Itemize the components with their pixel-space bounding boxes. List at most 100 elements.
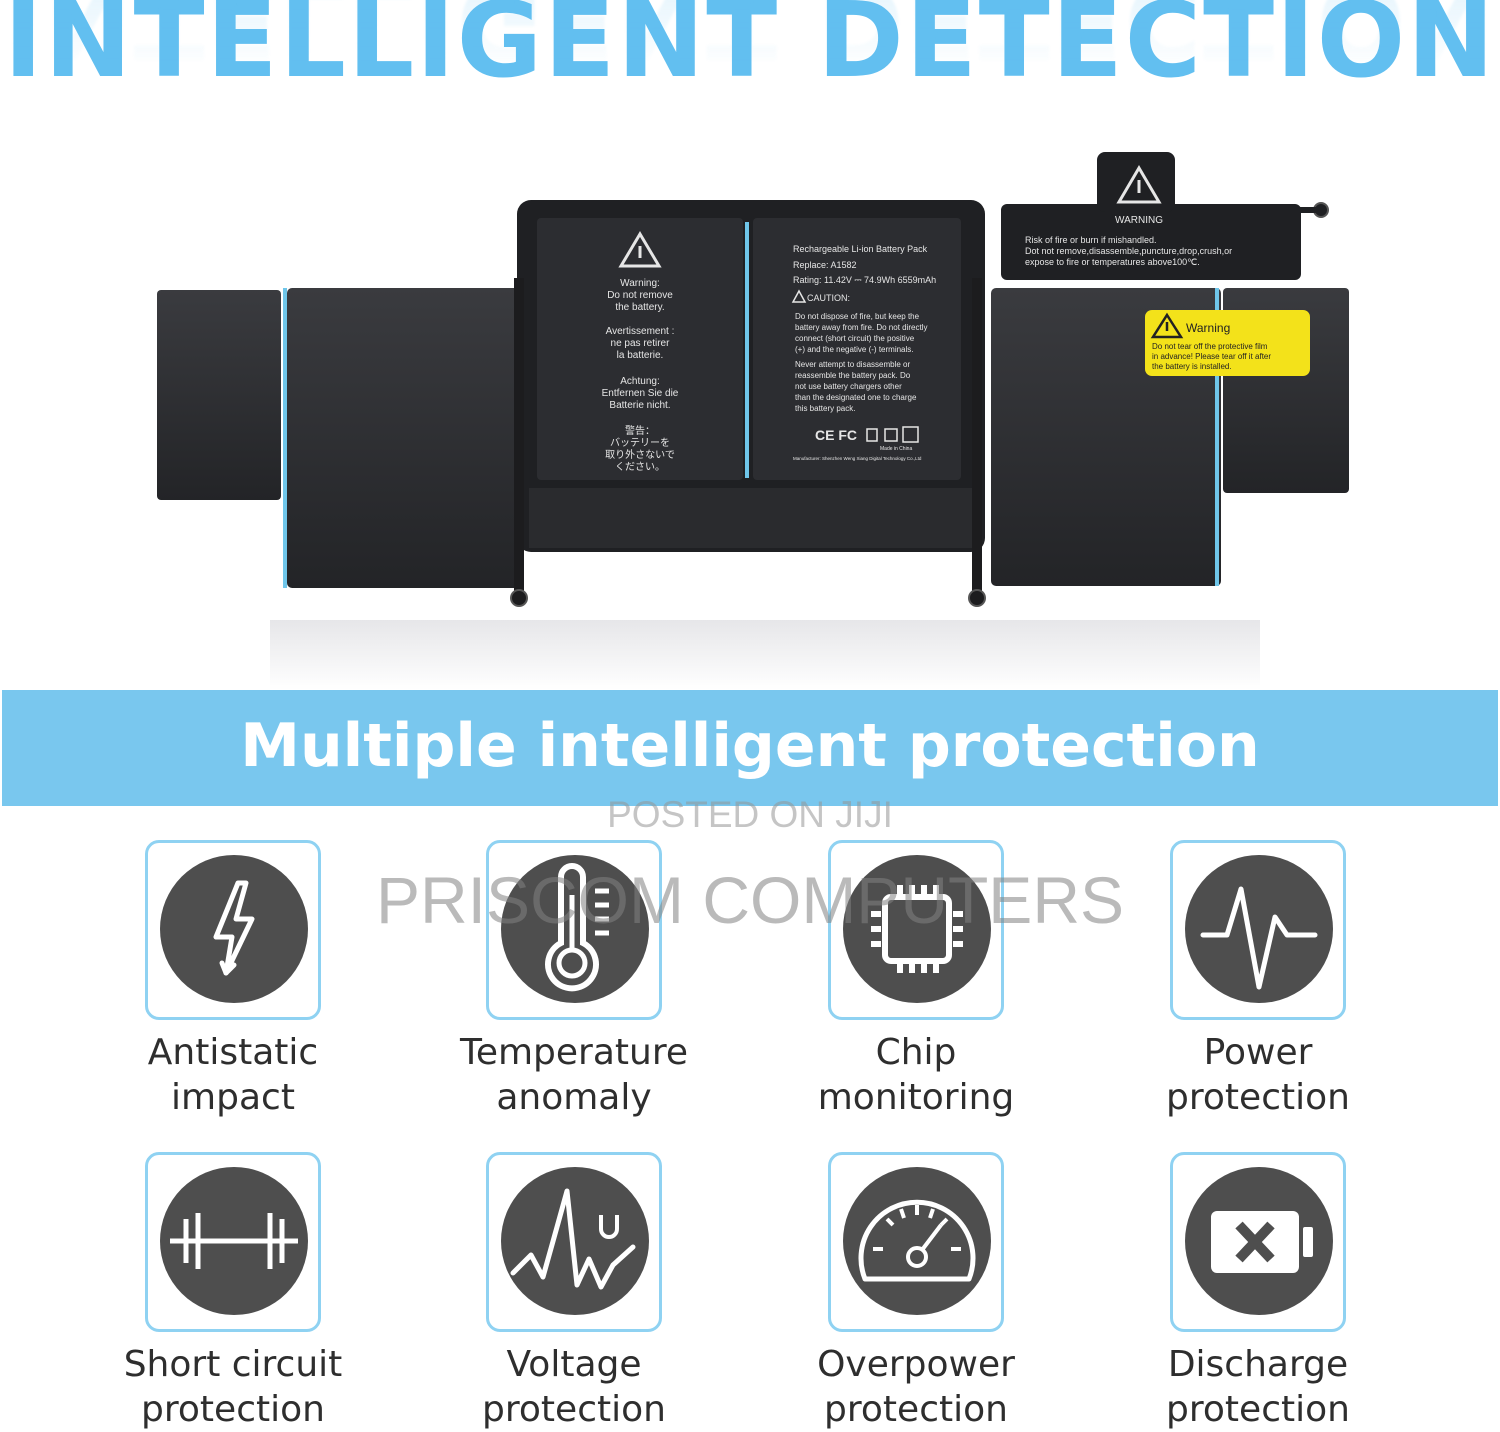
warning-tab (1001, 204, 1301, 280)
panel-warning-triangle-icon (618, 231, 662, 268)
battery-shadow (270, 620, 1260, 690)
watermark-seller: PRISCOM COMPUTERS (375, 863, 1125, 937)
yellow-warning-sticker (1145, 310, 1310, 376)
feature-label-line2: protection (141, 1389, 325, 1430)
feature-label-line1: Short circuit (123, 1344, 343, 1385)
feature-icon-frame (828, 840, 1004, 1020)
headline-reflection-text: INTELLIGENT DETECTION (3, 0, 1497, 72)
cell-far-left (157, 290, 281, 500)
spec-rating: Rating: 11.42V ⎓ 74.9Wh 6559mAh (793, 275, 936, 285)
feature-icon-disc (501, 1167, 649, 1315)
feature-icon-disc (1185, 855, 1333, 1003)
battery-pack-image: WARNING Risk of fire or burn if mishandl… (157, 152, 1349, 607)
feature-label-line1: Voltage (506, 1344, 642, 1385)
feature-label-line1: Chip (875, 1032, 957, 1073)
battery-x-icon (1211, 1211, 1313, 1273)
warning-fr-2: ne pas retirer (611, 338, 671, 349)
mount-hole-left (510, 589, 528, 607)
gauge-icon (858, 1199, 976, 1282)
feature-label-line2: anomaly (496, 1077, 652, 1118)
protection-banner: Multiple intelligent protection (2, 690, 1498, 806)
center-base (529, 488, 975, 548)
circuit-icon (170, 1213, 298, 1269)
voltage-wave-icon (510, 1188, 636, 1290)
warning-fr-1: Avertissement : (606, 326, 675, 337)
spec-line2: battery away from fire. Do not directly (795, 323, 928, 332)
feature-label: Overpower protection (766, 1342, 1066, 1432)
spec-line6: reassemble the battery pack. Do (795, 371, 911, 380)
headline-reflection: INTELLIGENT DETECTION (0, 0, 1500, 72)
feature-icon-frame (1170, 1152, 1346, 1332)
pulse-icon (1200, 886, 1318, 990)
spec-made: Made in China (880, 446, 912, 452)
feature-icon-frame (828, 1152, 1004, 1332)
feature-icon-frame (486, 1152, 662, 1332)
warning-en-2: Do not remove (607, 290, 673, 301)
feature-label: Antistatic impact (83, 1030, 383, 1120)
warning-jp-3: 取り外さないで (605, 449, 675, 461)
banner-title: Multiple intelligent protection (240, 711, 1260, 781)
caution-triangle-icon (791, 289, 807, 303)
thermometer-icon (545, 863, 609, 992)
warning-triangle-icon (1116, 165, 1162, 204)
sticker-line1: Do not tear off the protective film (1152, 342, 1268, 351)
mount-hole-right (968, 589, 986, 607)
feature-label: Discharge protection (1108, 1342, 1408, 1432)
spec-line7: not use battery chargers other (795, 382, 902, 391)
warning-jp-4: ください。 (615, 461, 665, 473)
feature-icon-disc (843, 855, 991, 1003)
sticker-line3: the battery is installed. (1152, 362, 1232, 371)
feature-label-line1: Temperature (459, 1032, 689, 1073)
feature-label-line2: protection (824, 1389, 1008, 1430)
center-panel-right (753, 218, 961, 480)
cert-mark-icon (884, 428, 898, 442)
center-panel-left (537, 218, 743, 480)
cell-left-edge (283, 288, 287, 588)
cell-right-edge (1215, 288, 1219, 586)
warning-jp-2: バッテリーを (610, 437, 670, 449)
spec-line9: this battery pack. (795, 404, 855, 413)
feature-label: Power protection (1108, 1030, 1408, 1120)
feature-label-line1: Antistatic (147, 1032, 319, 1073)
cell-left (287, 288, 519, 588)
tab-warning-line3: expose to fire or temperatures above100℃… (1025, 257, 1200, 267)
spec-manufacturer: Manufacturer: Shenzhen Weng Xiang Digita… (793, 456, 922, 461)
feature-icon-frame (1170, 840, 1346, 1020)
feature-label-line2: protection (482, 1389, 666, 1430)
feature-icon-frame (486, 840, 662, 1020)
feature-icon-disc (501, 855, 649, 1003)
feature-icon-frame (145, 840, 321, 1020)
headline: INTELLIGENT DETECTION (3, 0, 1497, 101)
spec-line8: than the designated one to charge (795, 393, 917, 402)
feature-icon-disc (1185, 1167, 1333, 1315)
feature-icon-disc (843, 1167, 991, 1315)
warning-fr-3: la batterie. (617, 350, 664, 361)
spec-line5: Never attempt to disassemble or (795, 360, 910, 369)
tab-warning-line2: Dot not remove,disassemble,puncture,drop… (1025, 246, 1232, 256)
warning-en-3: the battery. (615, 302, 664, 313)
tab-warning-line1: Risk of fire or burn if mishandled. (1025, 235, 1157, 245)
feature-label-line2: protection (1166, 1389, 1350, 1430)
feature-icon-disc (160, 1167, 308, 1315)
spec-marks: CE FC (815, 427, 857, 443)
spec-line1: Do not dispose of fire, but keep the (795, 312, 920, 321)
weee-bin-icon (866, 428, 878, 442)
feature-label: Temperature anomaly (424, 1030, 724, 1120)
spec-caution: CAUTION: (807, 293, 850, 303)
warning-de-3: Batterie nicht. (609, 400, 670, 411)
sticker-title: Warning (1186, 321, 1230, 335)
feature-label: Voltage protection (424, 1342, 724, 1432)
tab-warning-title: WARNING (1115, 215, 1163, 226)
feature-icon-disc (160, 855, 308, 1003)
spec-line4: (+) and the negative (-) terminals. (795, 345, 914, 354)
feature-label-line1: Discharge (1167, 1344, 1349, 1385)
center-divider (745, 222, 749, 478)
warning-jp-1: 警告： (625, 424, 655, 437)
sticker-line2: in advance! Please tear off it after (1152, 352, 1271, 361)
warning-en-1: Warning: (620, 278, 660, 289)
feature-label-line2: monitoring (817, 1077, 1015, 1118)
feature-icon-frame (145, 1152, 321, 1332)
sticker-warning-triangle-icon (1150, 312, 1184, 339)
feature-label-line2: impact (171, 1077, 295, 1118)
battery-illustration: WARNING Risk of fire or burn if mishandl… (145, 148, 1360, 618)
